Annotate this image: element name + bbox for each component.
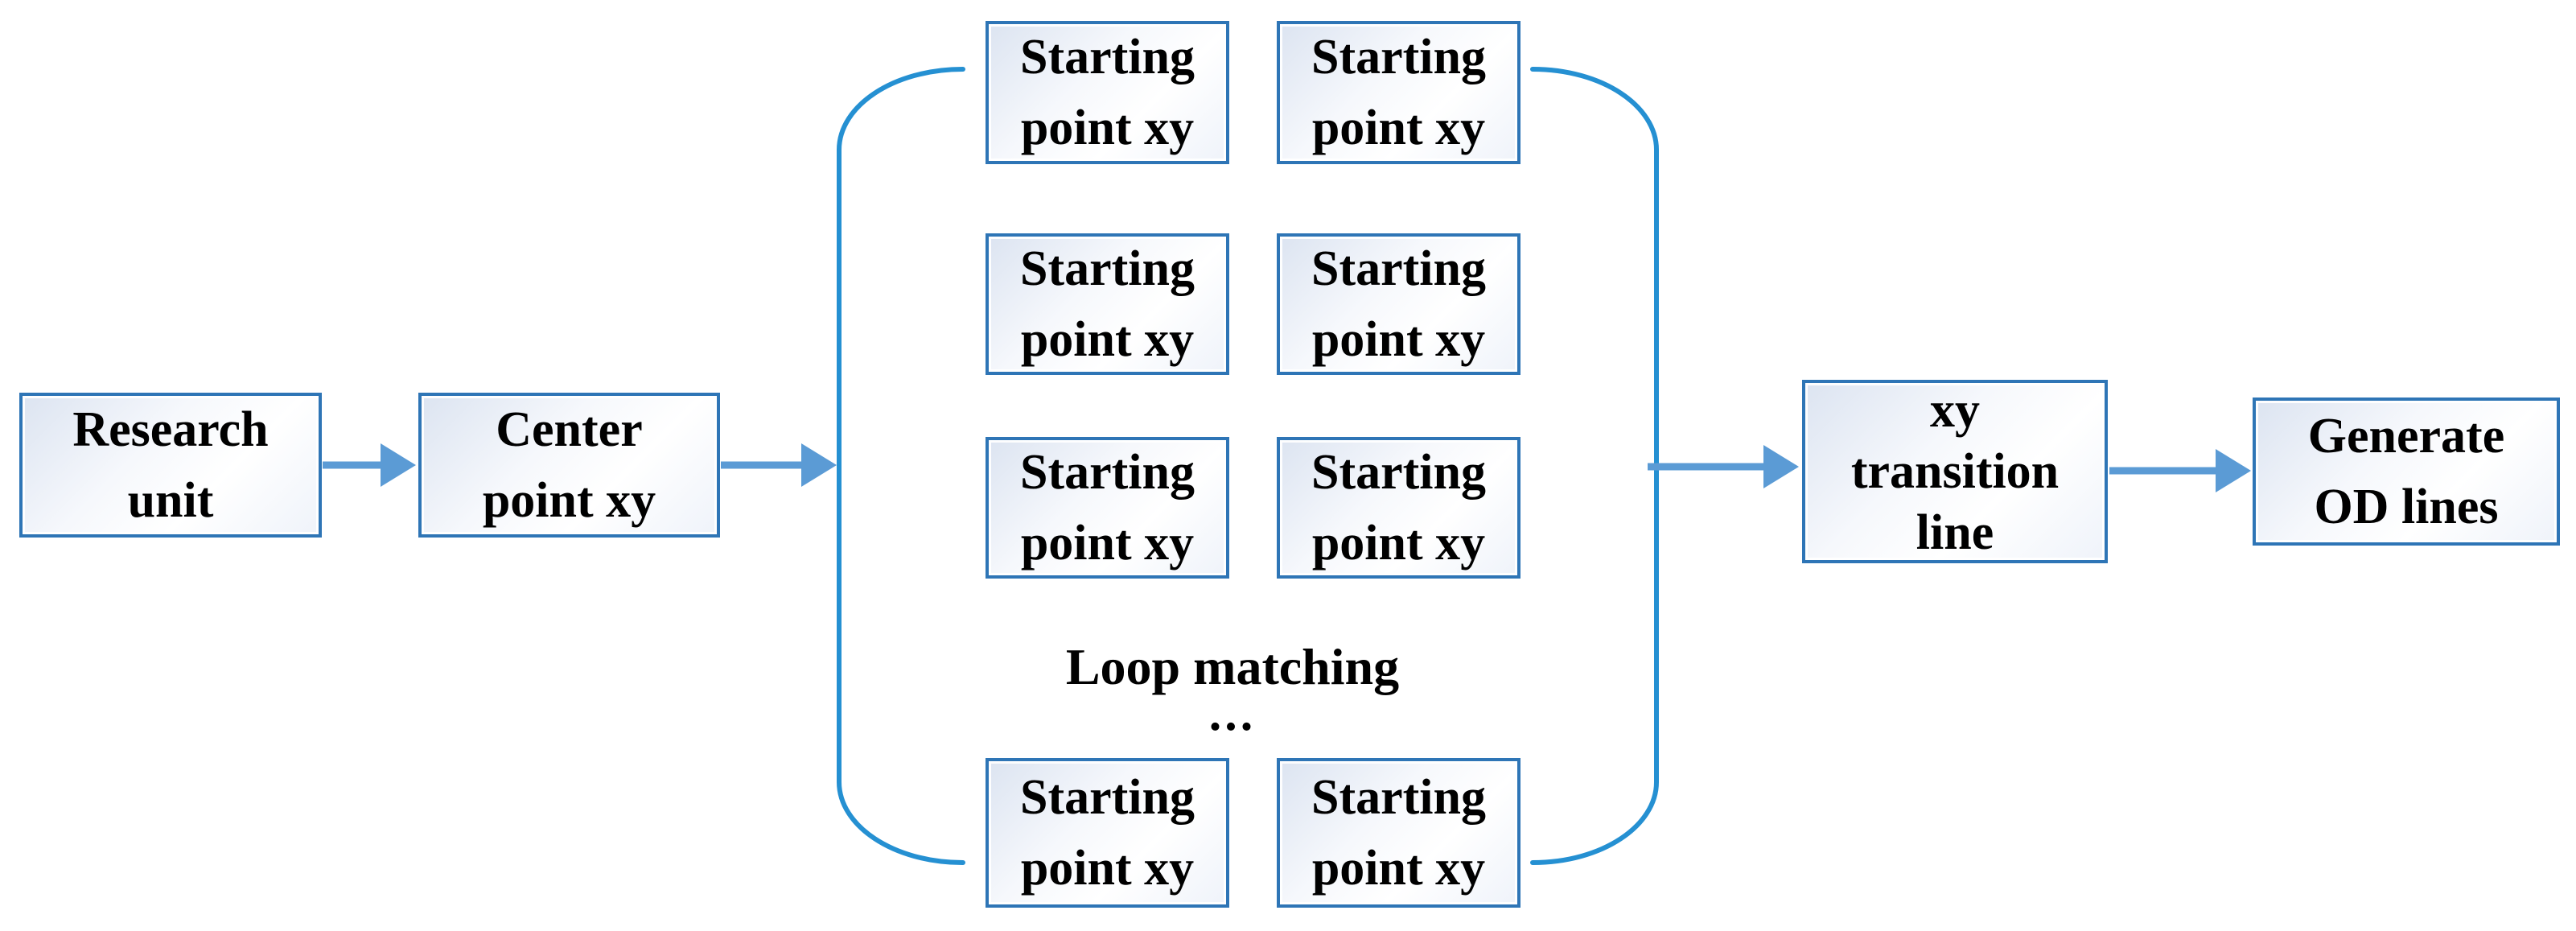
arrow-research-to-center-icon [323,443,416,487]
node-label-line: unit [127,473,214,528]
node-label-line: xy [1930,383,1980,438]
node-label-line: point xy [1020,312,1195,367]
node-label-line: Starting [1311,30,1486,84]
node-starting-point: Starting point xy [986,233,1229,375]
node-starting-point: Starting point xy [1277,233,1520,375]
node-label-line: point xy [1020,101,1195,155]
node-label-line: Starting [1020,241,1195,296]
node-label-line: Generate [2307,409,2505,463]
node-label-line: Starting [1020,30,1195,84]
node-label-line: Center [496,402,643,457]
node-label-line: line [1916,505,1994,560]
node-starting-point: Starting point xy [1277,758,1520,908]
node-label-line: point xy [1020,516,1195,571]
node-label-line: Research [72,402,269,457]
right-paren-bracket-icon [1530,67,1659,865]
node-label-line: point xy [1311,312,1486,367]
node-label-line: point xy [1020,841,1195,896]
node-label-line: Starting [1311,770,1486,825]
ellipsis-label: ... [1208,686,1257,741]
node-label-line: OD lines [2314,480,2499,534]
node-label-line: Starting [1311,445,1486,500]
node-starting-point: Starting point xy [986,437,1229,579]
node-starting-point: Starting point xy [1277,437,1520,579]
node-label-line: point xy [482,473,656,528]
left-paren-bracket-icon [837,67,965,865]
node-label-line: Starting [1020,445,1195,500]
node-starting-point: Starting point xy [986,758,1229,908]
node-generate-od-lines: Generate OD lines [2253,398,2560,546]
node-label-line: transition [1850,444,2060,499]
node-label-line: point xy [1311,101,1486,155]
arrow-transition-to-generate-icon [2109,449,2251,492]
node-research-unit: Research unit [19,393,322,538]
node-label-line: Starting [1020,770,1195,825]
node-starting-point: Starting point xy [986,21,1229,164]
node-label-line: point xy [1311,516,1486,571]
node-starting-point: Starting point xy [1277,21,1520,164]
arrow-group-to-transition-icon [1648,445,1799,488]
arrow-center-to-group-icon [721,443,837,487]
loop-matching-label: Loop matching [1065,638,1400,695]
node-label-line: Starting [1311,241,1486,296]
node-xy-transition-line: xy transition line [1802,380,2108,563]
node-center-point: Center point xy [418,393,720,538]
node-label-line: point xy [1311,841,1486,896]
